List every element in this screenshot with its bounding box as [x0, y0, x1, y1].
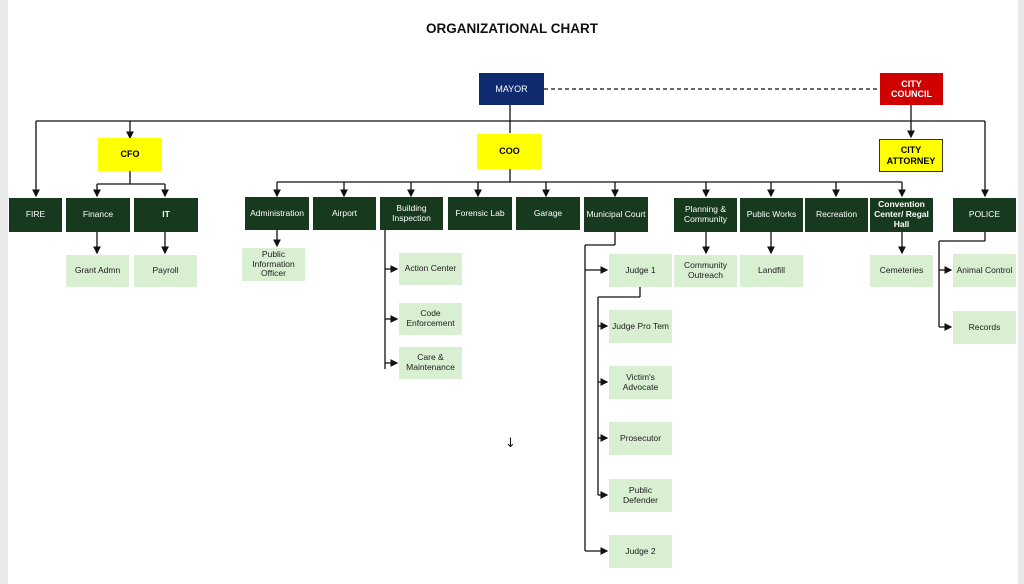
- down-arrow-icon: ↓: [505, 436, 516, 451]
- unit-judge-2: Judge 2: [609, 535, 672, 568]
- dept-airport: Airport: [313, 197, 376, 230]
- unit-grant-admn: Grant Admn: [66, 255, 129, 287]
- dept-administration: Administration: [245, 197, 309, 230]
- unit-public-defender: Public Defender: [609, 479, 672, 512]
- unit-action-center: Action Center: [399, 253, 462, 285]
- mayor-box: MAYOR: [479, 73, 544, 105]
- unit-judge-1: Judge 1: [609, 254, 672, 287]
- dept-convention-center: Convention Center/ Regal Hall: [870, 198, 933, 232]
- dept-police: POLICE: [953, 198, 1016, 232]
- unit-care-maintenance: Care & Maintenance: [399, 347, 462, 379]
- dept-forensic-lab: Forensic Lab: [448, 197, 512, 230]
- dept-fire: FIRE: [9, 198, 62, 232]
- unit-judge-pro-tem: Judge Pro Tem: [609, 310, 672, 343]
- dept-finance: Finance: [66, 198, 130, 232]
- unit-community-outreach: Community Outreach: [674, 255, 737, 287]
- unit-animal-control: Animal Control: [953, 254, 1016, 287]
- city-attorney-box: CITY ATTORNEY: [879, 139, 943, 172]
- unit-public-information-officer: Public Information Officer: [242, 248, 305, 281]
- dept-municipal-court: Municipal Court: [584, 197, 648, 232]
- dept-public-works: Public Works: [740, 198, 803, 232]
- unit-records: Records: [953, 311, 1016, 344]
- unit-code-enforcement: Code Enforcement: [399, 303, 462, 335]
- chart-title: ORGANIZATIONAL CHART: [426, 21, 598, 36]
- dept-recreation: Recreation: [805, 198, 868, 232]
- coo-box: COO: [477, 134, 542, 169]
- dept-planning-community: Planning & Community: [674, 198, 737, 232]
- unit-victims-advocate: Victim's Advocate: [609, 366, 672, 399]
- dept-it: IT: [134, 198, 198, 232]
- unit-payroll: Payroll: [134, 255, 197, 287]
- city-council-box: CITY COUNCIL: [880, 73, 943, 105]
- dept-garage: Garage: [516, 197, 580, 230]
- unit-cemeteries: Cemeteries: [870, 255, 933, 287]
- unit-prosecutor: Prosecutor: [609, 422, 672, 455]
- cfo-box: CFO: [98, 138, 162, 171]
- dept-building-inspection: Building Inspection: [380, 197, 443, 230]
- unit-landfill: Landfill: [740, 255, 803, 287]
